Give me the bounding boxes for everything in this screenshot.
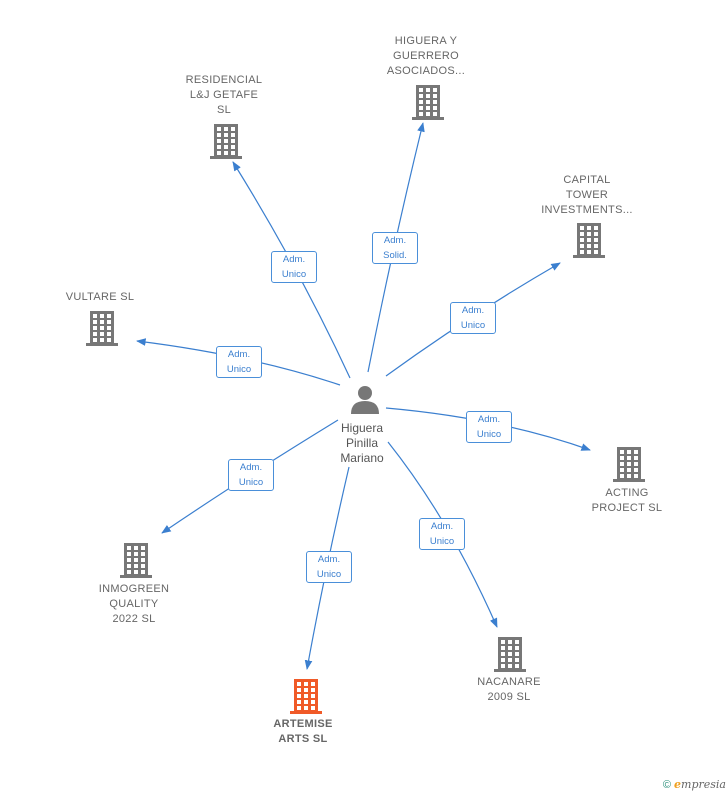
relation-badge-capital-tower: Adm. Unico bbox=[450, 302, 496, 334]
relation-badge-higuera-guerrero: Adm. Solid. bbox=[372, 232, 418, 264]
company-label-inmogreen[interactable]: INMOGREEN QUALITY 2022 SL bbox=[98, 582, 170, 625]
building-icon bbox=[573, 223, 605, 258]
relation-badge-artemise: Adm. Unico bbox=[306, 551, 352, 583]
company-label-acting[interactable]: ACTING PROJECT SL bbox=[591, 487, 663, 514]
company-label-residencial[interactable]: RESIDENCIAL L&J GETAFE SL bbox=[185, 73, 263, 116]
relation-badge-acting: Adm. Unico bbox=[466, 411, 512, 443]
relation-badge-vultare: Adm. Unico bbox=[216, 346, 262, 378]
center-person-name[interactable]: Higuera Pinilla Mariano bbox=[340, 421, 384, 465]
building-icon bbox=[120, 543, 152, 578]
building-icon bbox=[494, 637, 526, 672]
company-label-vultare[interactable]: VULTARE SL bbox=[65, 290, 135, 303]
company-label-artemise[interactable]: ARTEMISE ARTS SL bbox=[273, 718, 333, 745]
footer-credit: © empresia bbox=[663, 778, 726, 791]
building-icon bbox=[210, 124, 242, 159]
company-label-higuera-guerrero[interactable]: HIGUERA Y GUERRERO ASOCIADOS... bbox=[386, 34, 466, 77]
building-icon bbox=[86, 311, 118, 346]
relation-badge-residencial: Adm. Unico bbox=[271, 251, 317, 283]
building-icon bbox=[290, 679, 322, 714]
person-icon bbox=[351, 386, 379, 414]
empresia-logo: empresia bbox=[674, 778, 726, 791]
building-icon bbox=[412, 85, 444, 120]
building-icon bbox=[613, 447, 645, 482]
relation-badge-nacanare: Adm. Unico bbox=[419, 518, 465, 550]
copyright-icon: © bbox=[662, 779, 671, 791]
company-label-capital-tower[interactable]: CAPITAL TOWER INVESTMENTS... bbox=[541, 173, 633, 216]
company-label-nacanare[interactable]: NACANARE 2009 SL bbox=[477, 676, 541, 703]
relation-badge-inmogreen: Adm. Unico bbox=[228, 459, 274, 491]
